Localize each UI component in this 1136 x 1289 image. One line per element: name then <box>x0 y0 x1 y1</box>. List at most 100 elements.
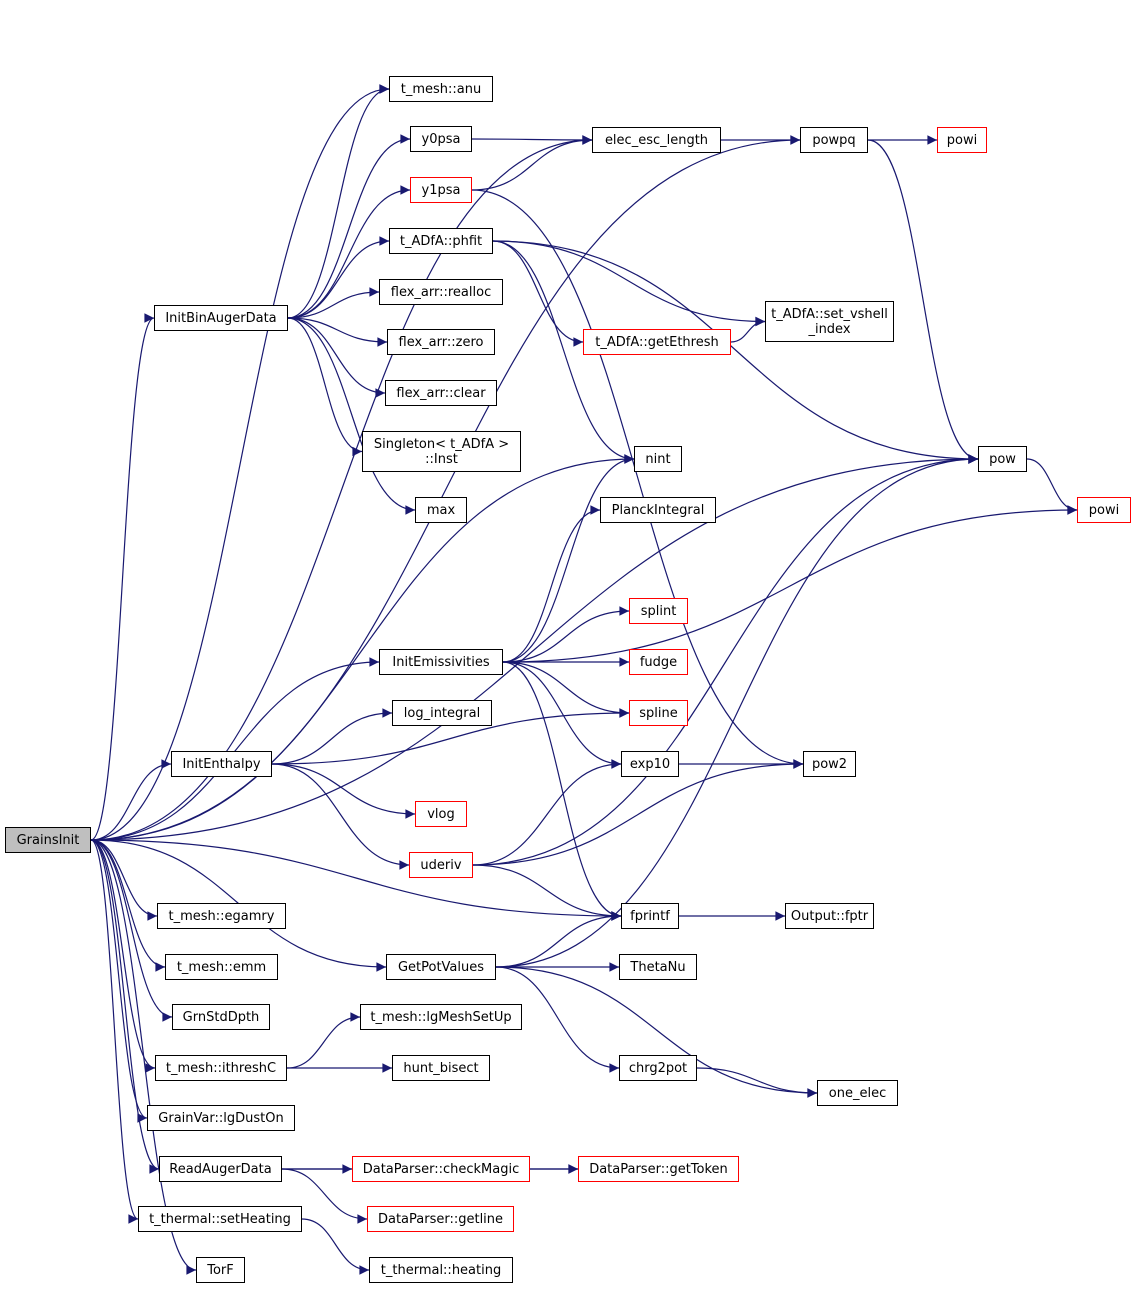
node-vlog[interactable]: vlog <box>415 801 467 827</box>
node-flex-arr-zero[interactable]: flex_arr::zero <box>387 329 495 355</box>
edge-uderiv-to-exp10 <box>472 759 622 866</box>
edge-ithreshC-to-lgMeshSetUp <box>286 1012 361 1069</box>
edge-ReadAugerData-to-getline <box>281 1168 368 1224</box>
node-t-mesh-egamry[interactable]: t_mesh::egamry <box>157 903 286 929</box>
edge-uderiv-to-pow <box>472 454 979 866</box>
node-dataparser-gettoken[interactable]: DataParser::getToken <box>578 1156 739 1182</box>
node-t-mesh-emm[interactable]: t_mesh::emm <box>165 954 278 980</box>
node-grainvar-lgduston[interactable]: GrainVar::lgDustOn <box>147 1105 295 1131</box>
edge-powpq-to-pow <box>867 139 979 464</box>
node-dataparser-getline[interactable]: DataParser::getline <box>367 1206 514 1232</box>
node-powi-mid[interactable]: powi <box>1077 497 1131 523</box>
node-flex-arr-clear[interactable]: flex_arr::clear <box>385 380 497 406</box>
edge-y1psa-to-pow2 <box>471 189 804 769</box>
edge-GrainsInit-to-setHeating <box>90 839 139 1224</box>
node-max[interactable]: max <box>415 497 467 523</box>
node-output-fptr[interactable]: Output::fptr <box>785 903 874 929</box>
node-t-adfa-set-vshell-index[interactable]: t_ADfA::set_vshell _index <box>765 301 894 342</box>
edge-InitBinAugerData-to-max <box>287 317 416 515</box>
node-y0psa[interactable]: y0psa <box>410 126 472 152</box>
edge-InitEmissivities-to-spline <box>502 661 630 718</box>
edge-InitEnthalpy-to-vlog <box>271 763 416 819</box>
node-grainsinit[interactable]: GrainsInit <box>5 827 91 853</box>
node-pow[interactable]: pow <box>978 446 1027 472</box>
edge-InitBinAugerData-to-realloc <box>287 287 380 319</box>
edge-pow-to-powi_mid <box>1026 458 1078 515</box>
node-t-mesh-anu[interactable]: t_mesh::anu <box>389 76 493 102</box>
edge-phfit-to-set_vshell <box>492 240 766 327</box>
node-planckintegral[interactable]: PlanckIntegral <box>600 497 716 523</box>
edge-GrainsInit-to-t_mesh_anu <box>90 84 390 841</box>
edge-InitEmissivities-to-fprintf <box>502 661 622 921</box>
edge-GetPotValues-to-chrg2pot <box>495 966 620 1073</box>
edge-phfit-to-getEthresh <box>492 240 584 347</box>
node-initemissivities[interactable]: InitEmissivities <box>379 649 503 675</box>
node-dataparser-checkmagic[interactable]: DataParser::checkMagic <box>352 1156 530 1182</box>
node-t-mesh-ithreshc[interactable]: t_mesh::ithreshC <box>155 1055 287 1081</box>
edge-InitBinAugerData-to-y0psa <box>287 134 411 319</box>
node-spline[interactable]: spline <box>629 700 688 726</box>
edge-InitEmissivities-to-splint <box>502 606 630 663</box>
node-exp10[interactable]: exp10 <box>621 751 679 777</box>
node-thetanu[interactable]: ThetaNu <box>619 954 697 980</box>
edge-GrainsInit-to-InitEnthalpy <box>90 759 172 841</box>
edge-InitBinAugerData-to-phfit <box>287 236 390 319</box>
edge-phfit-to-pow <box>492 240 979 464</box>
edge-setHeating-to-heating <box>301 1218 370 1275</box>
edge-GrainsInit-to-ithreshC <box>90 839 156 1073</box>
edge-InitBinAugerData-to-t_mesh_anu <box>287 84 390 319</box>
node-pow2[interactable]: pow2 <box>803 751 856 777</box>
edge-InitEmissivities-to-powi_mid <box>502 505 1078 663</box>
edge-y0psa-to-elec_esc_length <box>471 135 593 145</box>
node-log-integral[interactable]: log_integral <box>392 700 492 726</box>
node-hunt-bisect[interactable]: hunt_bisect <box>392 1055 490 1081</box>
node-readaugerdata[interactable]: ReadAugerData <box>159 1156 282 1182</box>
edge-phfit-to-nint <box>492 240 635 464</box>
node-initbinaugerdata[interactable]: InitBinAugerData <box>154 305 288 331</box>
edge-GrainsInit-to-TorF <box>90 839 197 1275</box>
edge-y1psa-to-elec_esc_length <box>471 135 593 191</box>
edge-GetPotValues-to-fprintf <box>495 911 622 968</box>
node-uderiv[interactable]: uderiv <box>409 852 473 878</box>
edge-InitEmissivities-to-PlanckIntegral <box>502 505 601 663</box>
node-getpotvalues[interactable]: GetPotValues <box>386 954 496 980</box>
edge-uderiv-to-pow2 <box>472 759 804 866</box>
edge-InitBinAugerData-to-singleton <box>287 317 363 457</box>
edge-GrainsInit-to-pow <box>90 454 979 841</box>
edge-InitBinAugerData-to-clear <box>287 317 386 398</box>
node-t-thermal-setheating[interactable]: t_thermal::setHeating <box>138 1206 302 1232</box>
edge-GrainsInit-to-InitBinAugerData <box>90 313 155 841</box>
edge-getEthresh-to-set_vshell <box>730 316 766 343</box>
edge-GrainsInit-to-elec_esc_length <box>90 135 593 841</box>
edge-chrg2pot-to-one_elec <box>696 1067 818 1098</box>
edge-GrainsInit-to-fprintf <box>90 839 622 921</box>
node-elec-esc-length[interactable]: elec_esc_length <box>592 127 721 153</box>
node-t-mesh-lgmeshsetup[interactable]: t_mesh::lgMeshSetUp <box>360 1004 522 1030</box>
node-torf[interactable]: TorF <box>196 1257 245 1283</box>
node-nint[interactable]: nint <box>634 446 682 472</box>
edge-GrainsInit-to-GrnStdDpth <box>90 839 173 1022</box>
edge-GrainsInit-to-ReadAugerData <box>90 839 160 1174</box>
node-chrg2pot[interactable]: chrg2pot <box>619 1055 697 1081</box>
edge-GrainsInit-to-powpq <box>90 135 801 841</box>
edge-InitEmissivities-to-nint <box>502 454 635 663</box>
node-fudge[interactable]: fudge <box>629 649 688 675</box>
node-flex-arr-realloc[interactable]: flex_arr::realloc <box>379 279 503 305</box>
node-powpq[interactable]: powpq <box>800 127 868 153</box>
node-singleton-inst[interactable]: Singleton< t_ADfA > ::Inst <box>362 431 521 472</box>
edge-GrainsInit-to-nint <box>90 454 635 841</box>
edge-InitEnthalpy-to-spline <box>271 708 630 765</box>
node-grnstddpth[interactable]: GrnStdDpth <box>172 1004 270 1030</box>
edge-GetPotValues-to-one_elec <box>495 966 818 1098</box>
node-splint[interactable]: splint <box>629 598 688 624</box>
node-t-thermal-heating[interactable]: t_thermal::heating <box>369 1257 513 1283</box>
node-t-adfa-getethresh[interactable]: t_ADfA::getEthresh <box>583 329 731 355</box>
node-powi-top[interactable]: powi <box>937 127 987 153</box>
node-t-adfa-phfit[interactable]: t_ADfA::phfit <box>389 228 493 254</box>
node-initenthalpy[interactable]: InitEnthalpy <box>171 751 272 777</box>
node-fprintf[interactable]: fprintf <box>621 903 679 929</box>
edge-InitBinAugerData-to-zero <box>287 317 388 347</box>
node-y1psa[interactable]: y1psa <box>410 177 472 203</box>
node-one-elec[interactable]: one_elec <box>817 1080 898 1106</box>
